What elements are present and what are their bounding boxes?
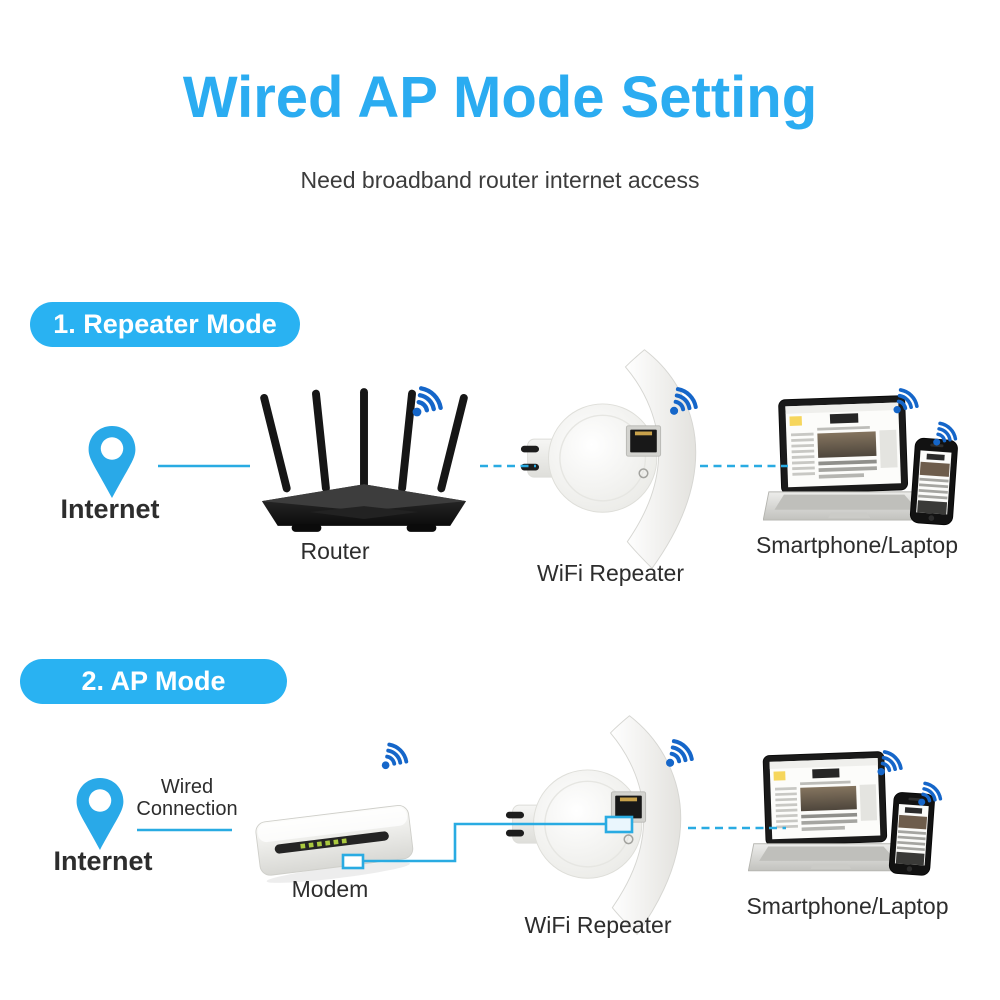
- wired-connection-line2: Connection: [136, 798, 238, 821]
- location-pin-icon: [85, 424, 139, 500]
- wifi-signal-icon: [660, 728, 704, 772]
- page-subtitle: Need broadband router internet access: [300, 167, 700, 193]
- wifi-signal-icon: [376, 732, 418, 774]
- location-pin-icon: [73, 776, 127, 852]
- wifi-repeater-label: WiFi Repeater: [537, 560, 684, 586]
- modem-label: Modem: [291, 876, 369, 902]
- wifi-signal-icon: [664, 376, 708, 420]
- wifi-signal-icon: [928, 412, 966, 450]
- wifi-signal-icon: [913, 772, 951, 810]
- clients-label: Smartphone/Laptop: [746, 893, 949, 919]
- wired-connection-line1: Wired: [160, 776, 214, 798]
- internet-label: Internet: [60, 494, 160, 524]
- ap-mode-badge: 2. AP Mode: [20, 659, 287, 704]
- repeater-mode-badge: 1. Repeater Mode: [30, 302, 300, 347]
- internet-label: Internet: [53, 846, 153, 876]
- wifi-signal-icon: [406, 374, 454, 422]
- wifi-signal-icon: [888, 378, 928, 418]
- clients-label: Smartphone/Laptop: [755, 532, 959, 558]
- modem-image: [246, 780, 422, 884]
- page-title: Wired AP Mode Setting: [182, 65, 818, 130]
- wifi-repeater-label: WiFi Repeater: [524, 912, 672, 938]
- router-label: Router: [300, 538, 370, 564]
- wifi-signal-icon: [872, 740, 912, 780]
- wired-connection-label: Wired Connection: [128, 776, 246, 821]
